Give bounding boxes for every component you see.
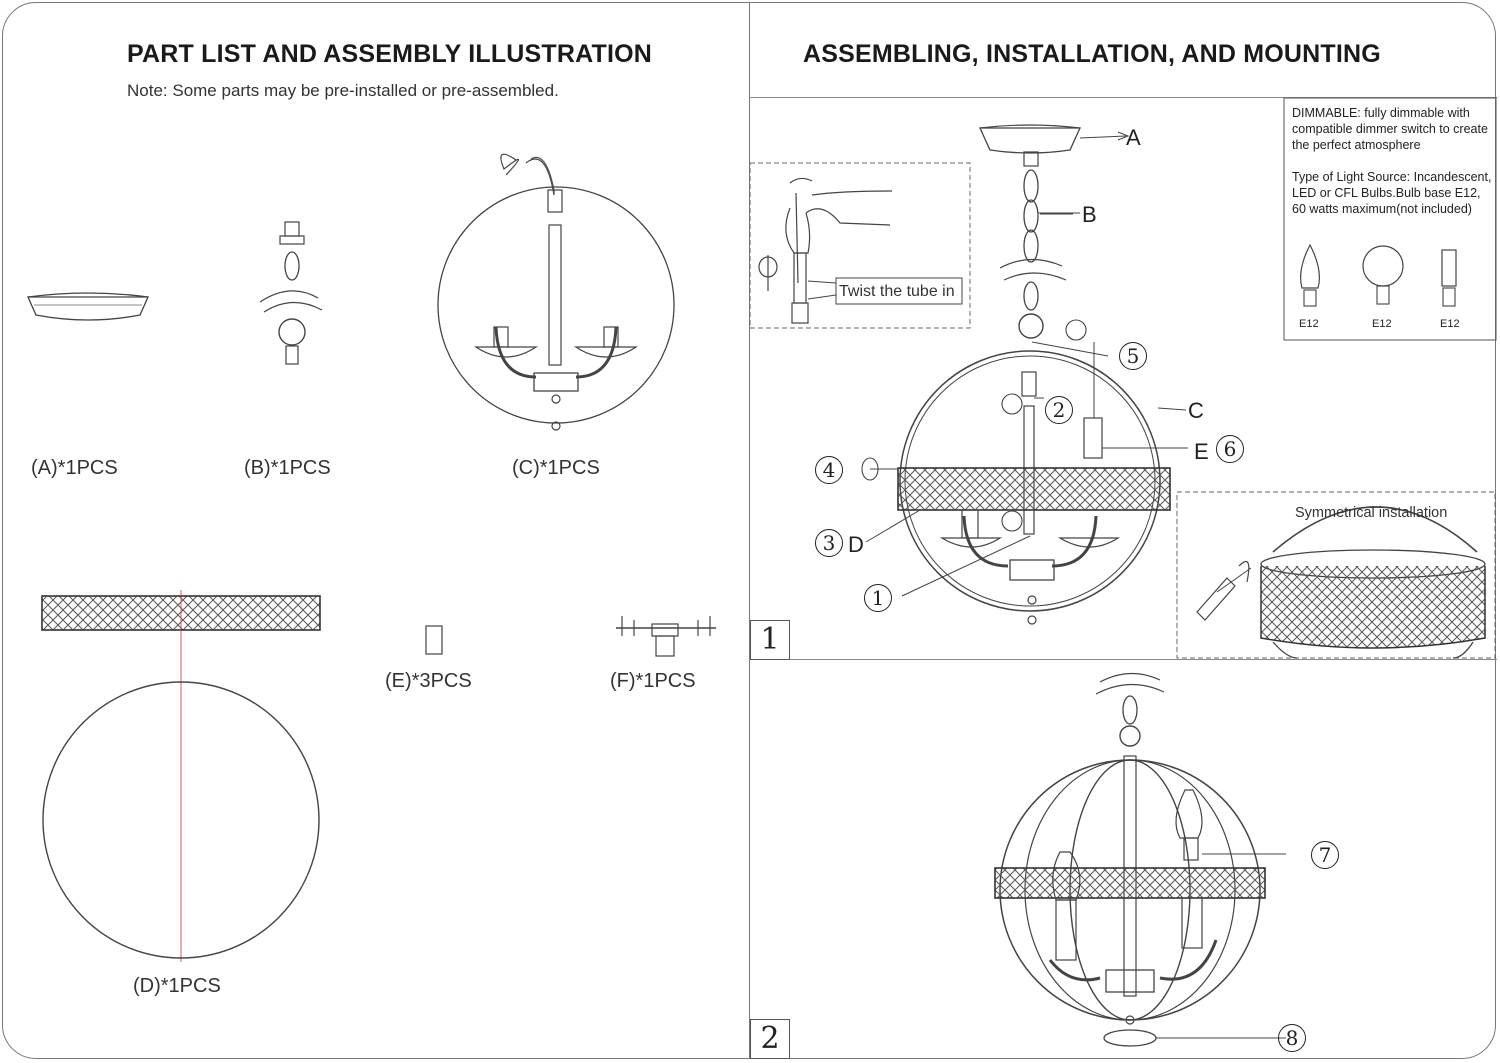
dimmable-text: DIMMABLE: fully dimmable with compatible… xyxy=(1292,106,1488,152)
step-2-number: 2 xyxy=(750,1019,790,1059)
part-a-caption: (A)*1PCS xyxy=(31,457,118,479)
light-source-text: Type of Light Source: Incandescent, LED … xyxy=(1292,170,1492,216)
symmetrical-text: Symmetrical installation xyxy=(1295,505,1448,521)
callout-6: 6 xyxy=(1216,435,1244,463)
bulb-3-label: E12 xyxy=(1440,318,1460,330)
label-a: A xyxy=(1126,125,1141,150)
part-f-caption: (F)*1PCS xyxy=(610,670,696,692)
panel-divider xyxy=(749,2,750,1059)
callout-4: 4 xyxy=(815,456,843,484)
part-e-caption: (E)*3PCS xyxy=(385,670,472,692)
callout-1: 1 xyxy=(864,584,892,612)
right-header-rule xyxy=(749,97,1497,98)
step-1-assembly-illustration xyxy=(861,124,1188,625)
bulb-2-label: E12 xyxy=(1372,318,1392,330)
label-d: D xyxy=(848,532,864,557)
step-divider xyxy=(749,659,1497,660)
step-2-bulb-install-illustration xyxy=(994,672,1286,1047)
part-c-caption: (C)*1PCS xyxy=(512,457,600,479)
callout-3: 3 xyxy=(815,529,843,557)
bulb-icons xyxy=(1300,243,1457,307)
part-c-frame-illustration xyxy=(437,153,675,431)
label-b: B xyxy=(1082,202,1097,227)
label-c: C xyxy=(1188,398,1204,423)
part-d-band-illustration xyxy=(41,590,321,962)
twist-detail-illustration xyxy=(749,162,971,329)
part-b-caption: (B)*1PCS xyxy=(244,457,331,479)
part-d-caption: (D)*1PCS xyxy=(133,975,221,997)
part-list-title: PART LIST AND ASSEMBLY ILLUSTRATION xyxy=(127,40,653,68)
callout-7: 7 xyxy=(1311,841,1339,869)
part-a-canopy-illustration xyxy=(26,292,150,321)
callout-5: 5 xyxy=(1119,342,1147,370)
info-box-frame xyxy=(1283,97,1497,341)
assembly-title: ASSEMBLING, INSTALLATION, AND MOUNTING xyxy=(803,40,1381,68)
symmetrical-detail-illustration xyxy=(1176,491,1496,659)
bulb-1-label: E12 xyxy=(1299,318,1319,330)
label-e: E xyxy=(1194,439,1209,464)
callout-2: 2 xyxy=(1045,396,1073,424)
twist-tube-text: Twist the tube in xyxy=(839,283,955,300)
part-f-crossbar-illustration xyxy=(616,616,716,657)
part-b-chain-illustration xyxy=(259,221,323,365)
callout-8: 8 xyxy=(1278,1024,1306,1052)
pre-assembled-note: Note: Some parts may be pre-installed or… xyxy=(127,81,559,100)
step-1-number: 1 xyxy=(750,620,790,660)
part-e-tube-illustration xyxy=(425,625,443,655)
